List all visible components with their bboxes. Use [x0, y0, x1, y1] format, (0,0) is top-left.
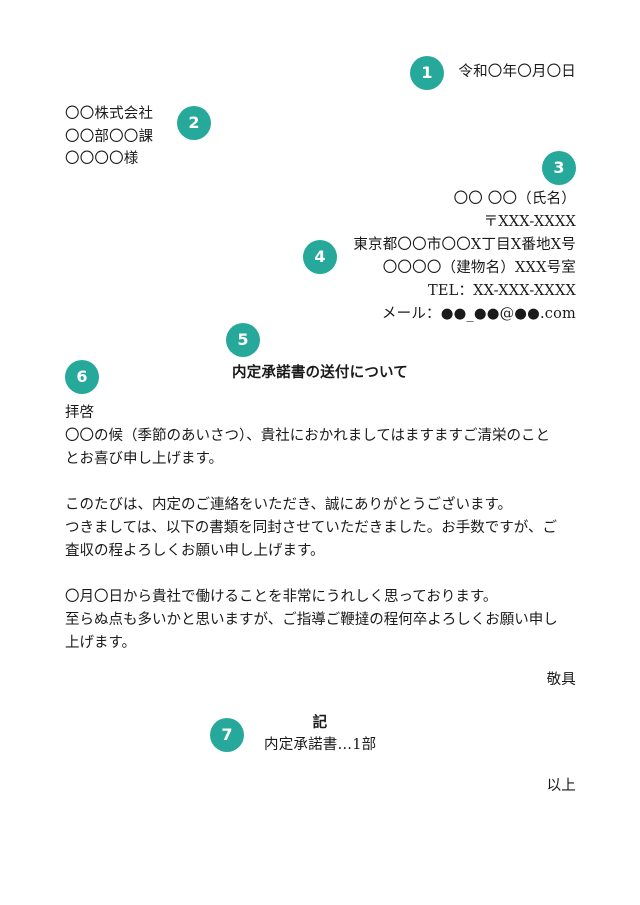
recipient-company: 〇〇株式会社 — [65, 106, 154, 122]
paragraph-3-line-3: 上げます。 — [65, 635, 137, 651]
paragraph-3-line-2: 至らぬ点も多いかと思いますが、ご指導ご鞭撻の程何卒よろしくお願い申し — [65, 612, 558, 628]
number-badge-7: 7 — [210, 718, 244, 752]
recipient-name: 〇〇〇〇様 — [65, 151, 139, 167]
letter-body: 拝啓 〇〇の候（季節のあいさつ）、貴社におかれましてはますますご清栄のこと とお… — [65, 402, 580, 655]
sender-name: 〇〇 〇〇（氏名） — [453, 191, 576, 207]
opening-salutation: 拝啓 — [65, 405, 94, 421]
paragraph-2-line-1: このたびは、内定のご連絡をいただき、誠にありがとうございます。 — [65, 497, 513, 513]
recipient-department: 〇〇部〇〇課 — [65, 129, 154, 145]
sender-postal: 〒XXX-XXXX — [483, 214, 576, 230]
sender-address-1: 東京都〇〇市〇〇X丁目X番地X号 — [353, 237, 576, 253]
paragraph-1-line-1: 〇〇の候（季節のあいさつ）、貴社におかれましてはますますご清栄のこと — [65, 428, 551, 444]
paragraph-spacer — [65, 563, 580, 586]
enclosure-item: 内定承諾書…1部 — [264, 737, 377, 753]
enclosure-heading: 記 — [312, 714, 328, 731]
date-line: 令和〇年〇月〇日 — [458, 64, 576, 80]
number-badge-6: 6 — [65, 360, 99, 394]
closing-keigu: 敬具 — [546, 672, 576, 688]
subject-title: 内定承諾書の送付について — [232, 364, 408, 381]
number-badge-1: 1 — [410, 56, 444, 90]
paragraph-1-line-2: とお喜び申し上げます。 — [65, 451, 224, 467]
paragraph-3-line-1: 〇月〇日から貴社で働けることを非常にうれしく思っております。 — [65, 589, 498, 605]
number-badge-2: 2 — [177, 106, 211, 140]
paragraph-2-line-2: つきましては、以下の書類を同封させていただきました。お手数ですが、ご — [65, 520, 557, 536]
paragraph-spacer — [65, 471, 580, 494]
sender-email: メール：●●_●●@●●.com — [381, 306, 576, 322]
enclosure-end: 以上 — [546, 778, 576, 794]
sender-tel: TEL：XX-XXX-XXXX — [427, 283, 576, 299]
sender-address-2: 〇〇〇〇（建物名）XXX号室 — [382, 260, 576, 276]
number-badge-5: 5 — [226, 323, 260, 357]
number-badge-4: 4 — [303, 240, 337, 274]
paragraph-2-line-3: 査収の程よろしくお願い申し上げます。 — [65, 543, 325, 559]
number-badge-3: 3 — [542, 151, 576, 185]
